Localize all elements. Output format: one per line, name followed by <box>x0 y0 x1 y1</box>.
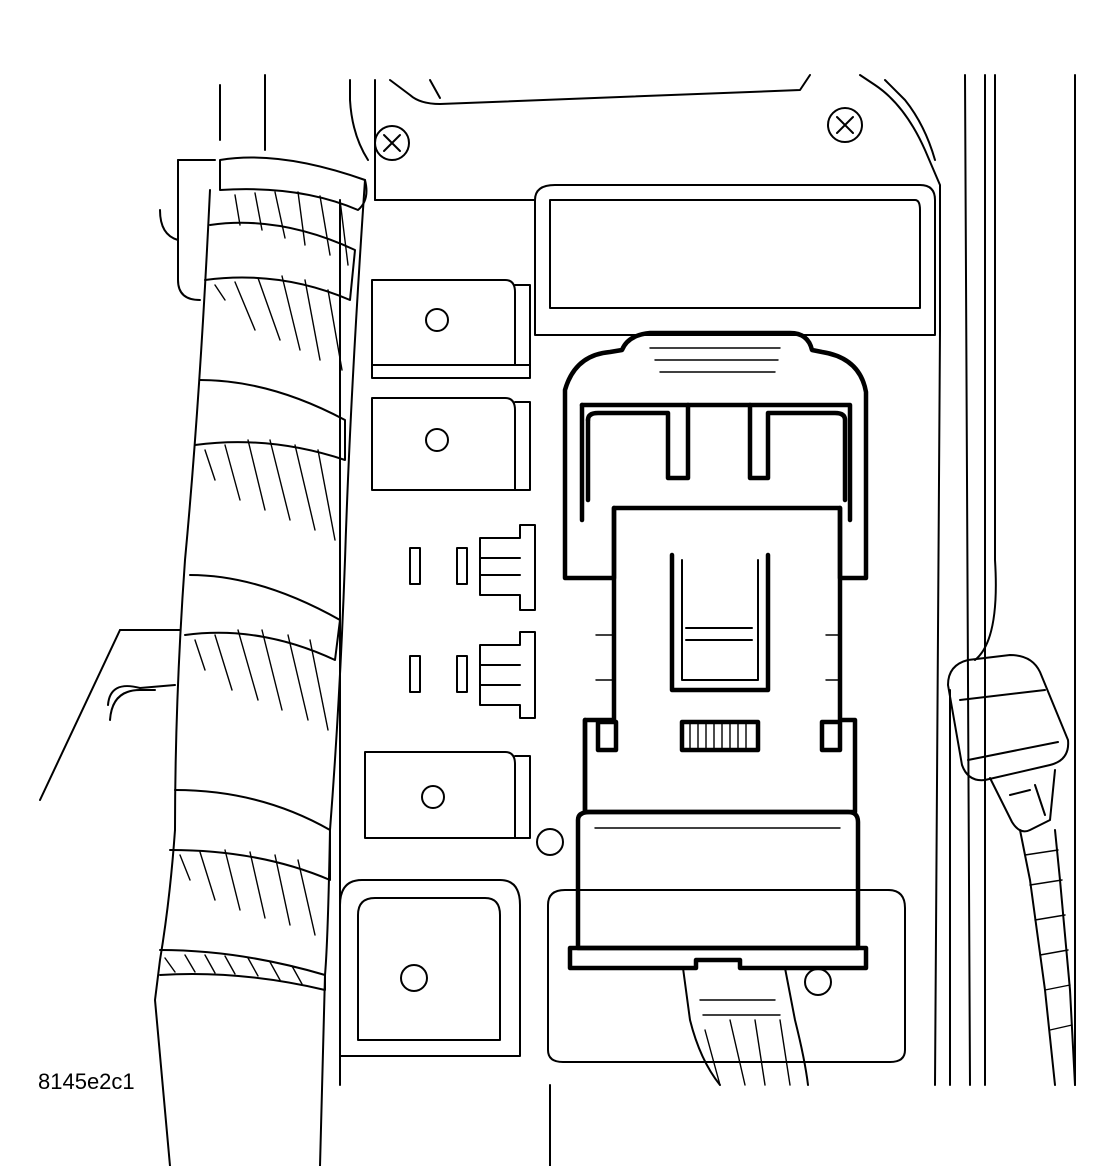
relay-block-1 <box>371 279 531 379</box>
figure-id-label: 8145e2c1 <box>38 1069 135 1094</box>
relay-block-2 <box>371 397 531 491</box>
main-connector <box>562 330 869 971</box>
fuse-terminals <box>409 524 536 719</box>
right-harness <box>947 74 1076 1086</box>
relay-block-4 <box>339 879 521 1057</box>
screw-right <box>827 107 863 143</box>
screw-left <box>374 125 410 161</box>
relay-block-3 <box>364 751 564 856</box>
label-plate <box>534 184 936 336</box>
wire-bundle-bottom <box>682 967 809 1086</box>
connector-mount <box>547 889 906 1063</box>
wiring-harness-left <box>154 156 368 1166</box>
